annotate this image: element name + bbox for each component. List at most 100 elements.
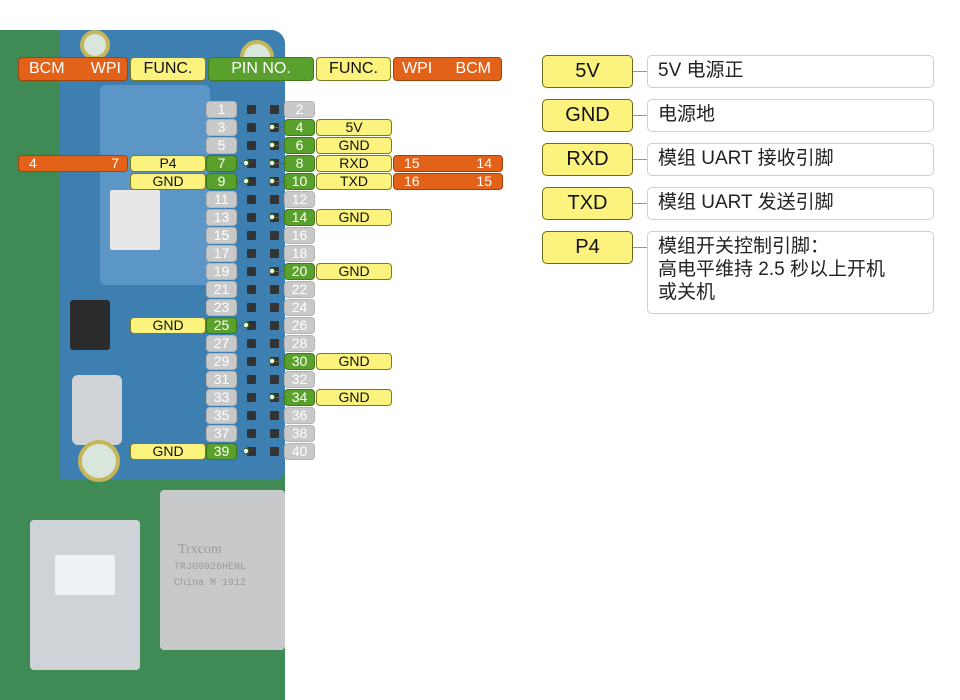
pin-5: 5 <box>206 137 237 154</box>
pin-19: 19 <box>206 263 237 280</box>
header-pin-24 <box>270 303 279 312</box>
pin-33: 33 <box>206 389 237 406</box>
header-func-left: FUNC. <box>130 57 206 81</box>
header-pin-25 <box>247 321 256 330</box>
connector-dot-pin-6 <box>269 142 275 148</box>
header-wpi-right: WPI <box>402 60 433 77</box>
connector-dot-pin-34 <box>269 394 275 400</box>
pin-13: 13 <box>206 209 237 226</box>
legend-key-gnd: GND <box>542 99 633 132</box>
pin-3: 3 <box>206 119 237 136</box>
pin-31: 31 <box>206 371 237 388</box>
connector-dot-pin-20 <box>269 268 275 274</box>
legend-connector-5v <box>633 71 647 72</box>
wpi-pin10: 16 <box>404 173 420 189</box>
pin-24: 24 <box>284 299 315 316</box>
pin-2: 2 <box>284 101 315 118</box>
connector-pin-8 <box>272 163 284 164</box>
pin-4: 4 <box>284 119 315 136</box>
func-pin39: GND <box>130 443 206 460</box>
connector-dot-pin-4 <box>269 124 275 130</box>
pin-32: 32 <box>284 371 315 388</box>
pin-22: 22 <box>284 281 315 298</box>
header-pin-40 <box>270 447 279 456</box>
bcm-pin7: 4 <box>29 155 37 171</box>
header-pin-18 <box>270 249 279 258</box>
legend-key-5v: 5V <box>542 55 633 88</box>
legend-desc-5v: 5V 电源正 <box>647 55 934 88</box>
header-pin-15 <box>247 231 256 240</box>
connector-pin-6 <box>272 145 284 146</box>
connector-dot-pin-10 <box>269 178 275 184</box>
pin-23: 23 <box>206 299 237 316</box>
header-pin-11 <box>247 195 256 204</box>
legend-connector-rxd <box>633 159 647 160</box>
pin-12: 12 <box>284 191 315 208</box>
pin-21: 21 <box>206 281 237 298</box>
header-bcm-left: BCM <box>29 60 65 77</box>
usb-c-port <box>72 375 122 445</box>
func-pin20: GND <box>316 263 392 280</box>
legend-key-txd: TXD <box>542 187 633 220</box>
header-func-left-label: FUNC. <box>143 60 193 77</box>
legend-key-rxd: RXD <box>542 143 633 176</box>
header-pin-no: PIN NO. <box>208 57 314 81</box>
header-pin-7 <box>247 159 256 168</box>
connector-dot-pin-9 <box>243 178 249 184</box>
header-pin-21 <box>247 285 256 294</box>
legend-desc-txd: 模组 UART 发送引脚 <box>647 187 934 220</box>
header-pin-27 <box>247 339 256 348</box>
header-pin-9 <box>247 177 256 186</box>
pin-40: 40 <box>284 443 315 460</box>
header-pin-23 <box>247 303 256 312</box>
legend-connector-txd <box>633 203 647 204</box>
usb-port-inner <box>55 555 115 595</box>
pin-29: 29 <box>206 353 237 370</box>
legend-connector-gnd <box>633 115 647 116</box>
bcm-pin8: 14 <box>476 155 492 171</box>
pin-10: 10 <box>284 173 315 190</box>
pin-26: 26 <box>284 317 315 334</box>
header-pin-29 <box>247 357 256 366</box>
pin-1: 1 <box>206 101 237 118</box>
header-pin-3 <box>247 123 256 132</box>
connector-dot-pin-14 <box>269 214 275 220</box>
wpi-pin7: 7 <box>111 155 119 171</box>
header-pin-5 <box>247 141 256 150</box>
module-label-area <box>110 190 160 250</box>
legend-desc-rxd: 模组 UART 接收引脚 <box>647 143 934 176</box>
rj45-origin: China M 1912 <box>174 578 247 589</box>
header-pin-19 <box>247 267 256 276</box>
audio-jack <box>70 300 110 350</box>
connector-pin-30 <box>272 361 284 362</box>
header-pin-32 <box>270 375 279 384</box>
header-func-right: FUNC. <box>316 57 391 81</box>
pin-37: 37 <box>206 425 237 442</box>
pin-36: 36 <box>284 407 315 424</box>
pin-15: 15 <box>206 227 237 244</box>
header-pin-22 <box>270 285 279 294</box>
header-pin-35 <box>247 411 256 420</box>
mount-hole-top <box>80 30 110 60</box>
header-pin-31 <box>247 375 256 384</box>
connector-pin-34 <box>272 397 284 398</box>
legend-desc-p4: 模组开关控制引脚： 高电平维持 2.5 秒以上开机 或关机 <box>647 231 934 314</box>
connector-pin-4 <box>272 127 284 128</box>
rj45-brand: Trxcom <box>178 542 222 557</box>
gpio-pin8-right: 15 14 <box>393 155 503 172</box>
rj45-model: TRJG0926HENL <box>174 562 247 573</box>
header-pin-12 <box>270 195 279 204</box>
header-pin-1 <box>247 105 256 114</box>
pin-16: 16 <box>284 227 315 244</box>
usb-port-stack <box>30 520 140 670</box>
header-pin-17 <box>247 249 256 258</box>
header-pin-26 <box>270 321 279 330</box>
connector-dot-pin-39 <box>243 448 249 454</box>
pin-17: 17 <box>206 245 237 262</box>
header-pin-13 <box>247 213 256 222</box>
header-pin-37 <box>247 429 256 438</box>
rj45-port: Trxcom TRJG0926HENL China M 1912 <box>160 490 285 650</box>
header-bcm-wpi-left: BCM WPI <box>18 57 128 81</box>
connector-pin-14 <box>272 217 284 218</box>
